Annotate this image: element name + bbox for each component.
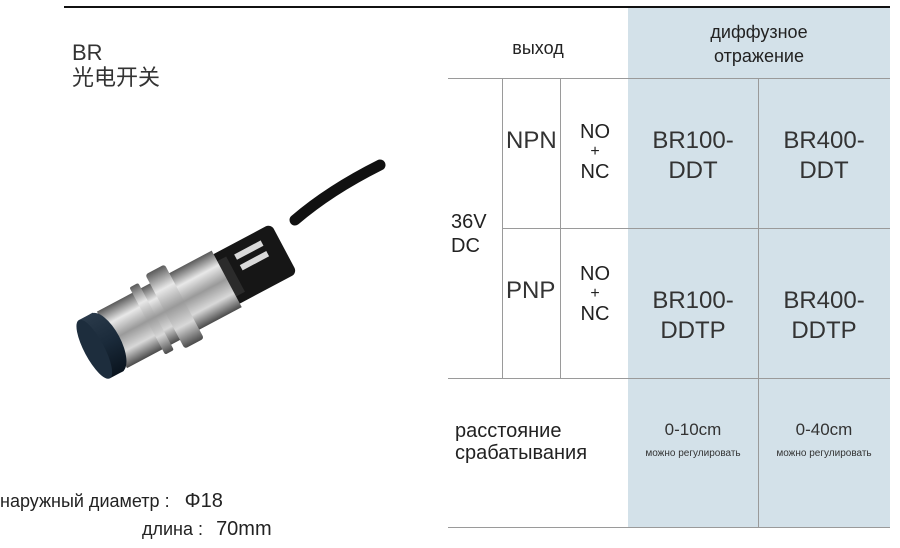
length-separator: : [198, 519, 204, 539]
distance-br100: 0-10cm можно регулировать [645, 420, 741, 459]
divider [448, 527, 890, 528]
type-npn: NPN [506, 127, 557, 154]
length-label: длина [142, 519, 194, 539]
divider [448, 78, 890, 79]
type-pnp: PNP [506, 277, 556, 304]
output-label: выход [512, 37, 564, 58]
contacts-pnp: NO + NC [580, 263, 610, 325]
sensor-image [76, 159, 386, 379]
diameter-label: наружный диаметр [0, 491, 160, 511]
voltage-label: 36V DC [451, 211, 487, 257]
spec-length: длина : 70mm [142, 518, 272, 541]
spec-diameter: наружный диаметр : Φ18 [0, 490, 223, 513]
mode-header: диффузное отражение [710, 22, 808, 66]
top-rule [64, 6, 890, 8]
distance-label: расстояние срабатывания [455, 420, 588, 464]
divider [448, 378, 890, 379]
length-value: 70mm [216, 518, 272, 540]
title-chinese: 光电开关 [72, 66, 161, 91]
divider [502, 78, 503, 378]
diameter-separator: : [164, 491, 170, 511]
model-br100-ddt: BR100- DDT [652, 127, 734, 184]
model-br400-ddtp: BR400- DDTP [783, 287, 865, 344]
brand-label: BR [72, 40, 103, 65]
distance-br400: 0-40cm можно регулировать [776, 420, 872, 459]
diameter-value: Φ18 [184, 490, 223, 512]
divider [502, 228, 890, 229]
divider [758, 78, 759, 528]
divider [560, 78, 561, 378]
product-title: BR 光电开关 [72, 40, 160, 92]
contacts-npn: NO + NC [580, 121, 610, 183]
highlight-column [628, 8, 890, 528]
model-br400-ddt: BR400- DDT [783, 127, 865, 184]
model-br100-ddtp: BR100- DDTP [652, 287, 734, 344]
